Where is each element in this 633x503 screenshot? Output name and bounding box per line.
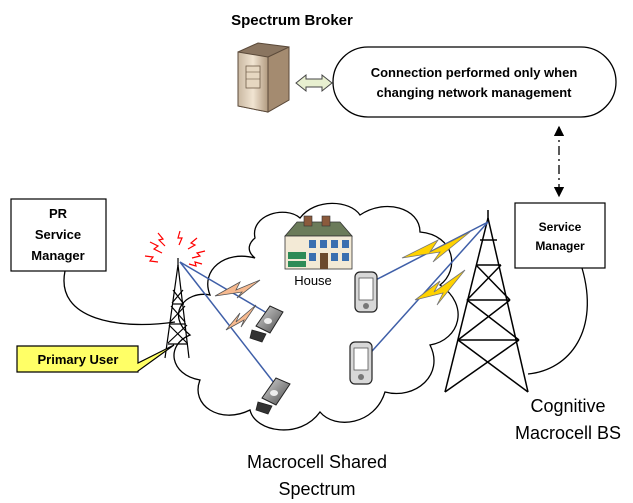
service-manager-line1: Service [539,220,582,234]
server-icon [237,42,290,113]
connection-note-line2: changing network management [376,85,572,100]
lightning-bolt-icon [414,269,466,306]
service-manager-line2: Manager [535,239,585,253]
primary-user-callout [16,344,175,373]
flip-phone-icon [255,377,291,415]
pr-service-manager-box [10,198,107,272]
connection-note-line1: Connection performed only when [371,65,578,80]
smartphone-icon [349,341,373,385]
signal-waves-icon [144,230,206,267]
shared-spectrum-line2: Spectrum [278,479,355,499]
cognitive-bs-line1: Cognitive [530,396,605,416]
smartphone-icon [354,271,378,313]
service-manager-wire [527,267,588,375]
lightning-bolt-icon [225,304,257,331]
shared-spectrum-cloud [173,202,459,431]
pr-service-manager-line1: PR [49,206,68,221]
pr-service-manager-line2: Service [35,227,81,242]
cognitive-bs-line2: Macrocell BS [515,423,621,443]
house-label: House [294,273,332,288]
flip-phone-icon [249,305,284,343]
lightning-bolt-icon [401,231,471,263]
primary-user-label: Primary User [38,352,119,367]
pr-manager-wire [63,270,176,326]
connection-note-box [332,46,617,118]
shared-spectrum-line1: Macrocell Shared [247,452,387,472]
pr-service-manager-line3: Manager [31,248,84,263]
primary-tower [164,258,190,359]
lightning-bolt-icon [214,279,261,299]
house-icon [284,215,353,270]
broker-link-arrow [295,73,333,93]
spectrum-broker-title: Spectrum Broker [231,12,353,29]
cognitive-bs-tower [444,210,529,393]
service-manager-box [514,202,606,269]
